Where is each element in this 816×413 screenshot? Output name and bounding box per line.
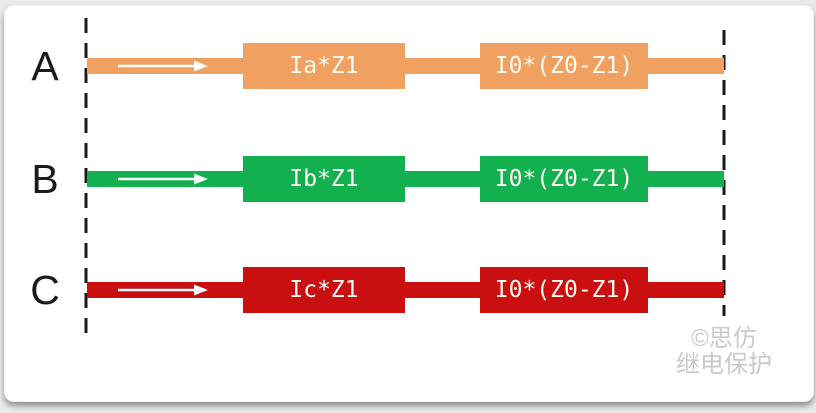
phase-a-row: A Ia*Z1 I0*(Z0-Z1) [0, 43, 816, 89]
phase-c-zero-sequence-block: I0*(Z0-Z1) [480, 267, 648, 313]
phase-a-label: A [31, 42, 59, 89]
phase-a-direction-arrow [118, 60, 208, 72]
phase-c-label: C [30, 266, 60, 313]
right-boundary-dashed-line [722, 30, 726, 316]
watermark: ©思仿 继电保护 [648, 326, 800, 378]
phase-b-row: B Ib*Z1 I0*(Z0-Z1) [0, 156, 816, 202]
watermark-line1: ©思仿 [691, 325, 757, 352]
watermark-line2: 继电保护 [676, 351, 772, 378]
phase-b-impedance-block: Ib*Z1 [243, 156, 405, 202]
phase-b-direction-arrow [118, 173, 208, 185]
phase-b-zero-sequence-block: I0*(Z0-Z1) [480, 156, 648, 202]
phase-b-label: B [31, 155, 59, 202]
phase-c-direction-arrow [118, 284, 208, 296]
phase-c-row: C Ic*Z1 I0*(Z0-Z1) [0, 267, 816, 313]
phase-c-impedance-block: Ic*Z1 [243, 267, 405, 313]
phase-a-zero-sequence-block: I0*(Z0-Z1) [480, 43, 648, 89]
phase-a-impedance-block: Ia*Z1 [243, 43, 405, 89]
left-boundary-dashed-line [84, 18, 88, 338]
